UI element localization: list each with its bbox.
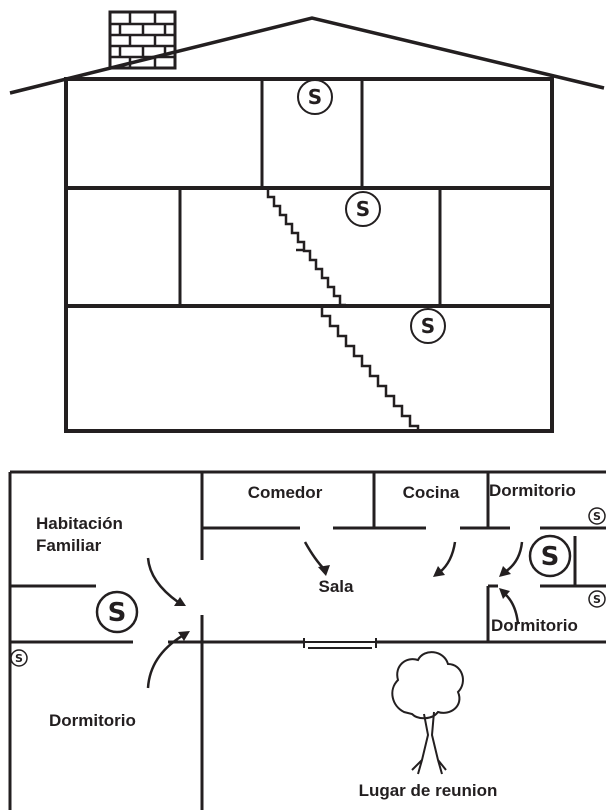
smoke-detector-glyph: S <box>108 598 127 628</box>
arrow-habitacion-head <box>174 597 186 606</box>
smoke-detector-dormitorio-top-right: S <box>588 507 606 525</box>
smoke-detector-dormitorio-bottom-right: S <box>588 590 606 608</box>
arrow-dormitorio-top-head <box>499 566 511 577</box>
smoke-detector-glyph: S <box>15 652 23 665</box>
smoke-detector-middle-floor: S <box>345 191 381 227</box>
smoke-detector-glyph: S <box>421 314 435 338</box>
escape-arrows <box>146 541 524 689</box>
house-elevation: S S S <box>9 10 605 433</box>
smoke-detector-glyph: S <box>356 197 370 221</box>
label-lugar-de-reunion: Lugar de reunion <box>359 781 498 800</box>
arrow-cocina-head <box>433 566 445 577</box>
smoke-detector-habitacion: S <box>95 590 139 634</box>
arrow-comedor-head <box>318 565 330 576</box>
arrow-dormitorio-left-head <box>178 631 190 641</box>
arrow-dormitorio-left <box>146 634 183 689</box>
smoke-detector-glyph: S <box>593 593 601 606</box>
label-sala: Sala <box>319 577 355 596</box>
label-dormitorio-bottom-right: Dormitorio <box>491 616 578 635</box>
tree-icon <box>391 651 464 775</box>
label-comedor: Comedor <box>248 483 323 502</box>
arrow-comedor <box>303 541 326 571</box>
label-dormitorio-left: Dormitorio <box>49 711 136 730</box>
smoke-detector-glyph: S <box>308 85 322 109</box>
label-familiar: Familiar <box>36 536 102 555</box>
label-dormitorio-top-right: Dormitorio <box>489 481 576 500</box>
staircase-lower <box>316 304 420 431</box>
front-door <box>303 638 377 649</box>
house-walls <box>64 77 554 433</box>
smoke-detector-dormitorio-left: S <box>10 649 28 667</box>
smoke-detector-glyph: S <box>541 542 560 572</box>
arrow-cocina <box>439 541 457 573</box>
arrow-dormitorio-bottom <box>504 593 520 625</box>
arrow-dormitorio-top <box>504 541 524 574</box>
smoke-detector-attic: S <box>297 79 333 115</box>
arrow-habitacion <box>146 557 179 604</box>
staircase-upper <box>262 186 346 307</box>
smoke-detector-ground-floor: S <box>410 308 446 344</box>
smoke-detector-sala-right: S <box>528 534 572 578</box>
roof <box>9 16 605 95</box>
smoke-detector-glyph: S <box>593 510 601 523</box>
label-habitacion: Habitación <box>36 514 123 533</box>
label-cocina: Cocina <box>403 483 460 502</box>
arrow-dormitorio-bottom-head <box>499 588 510 599</box>
floor-plan: S S S S S Comedor Cocina Dormitorio Habi… <box>8 470 606 810</box>
